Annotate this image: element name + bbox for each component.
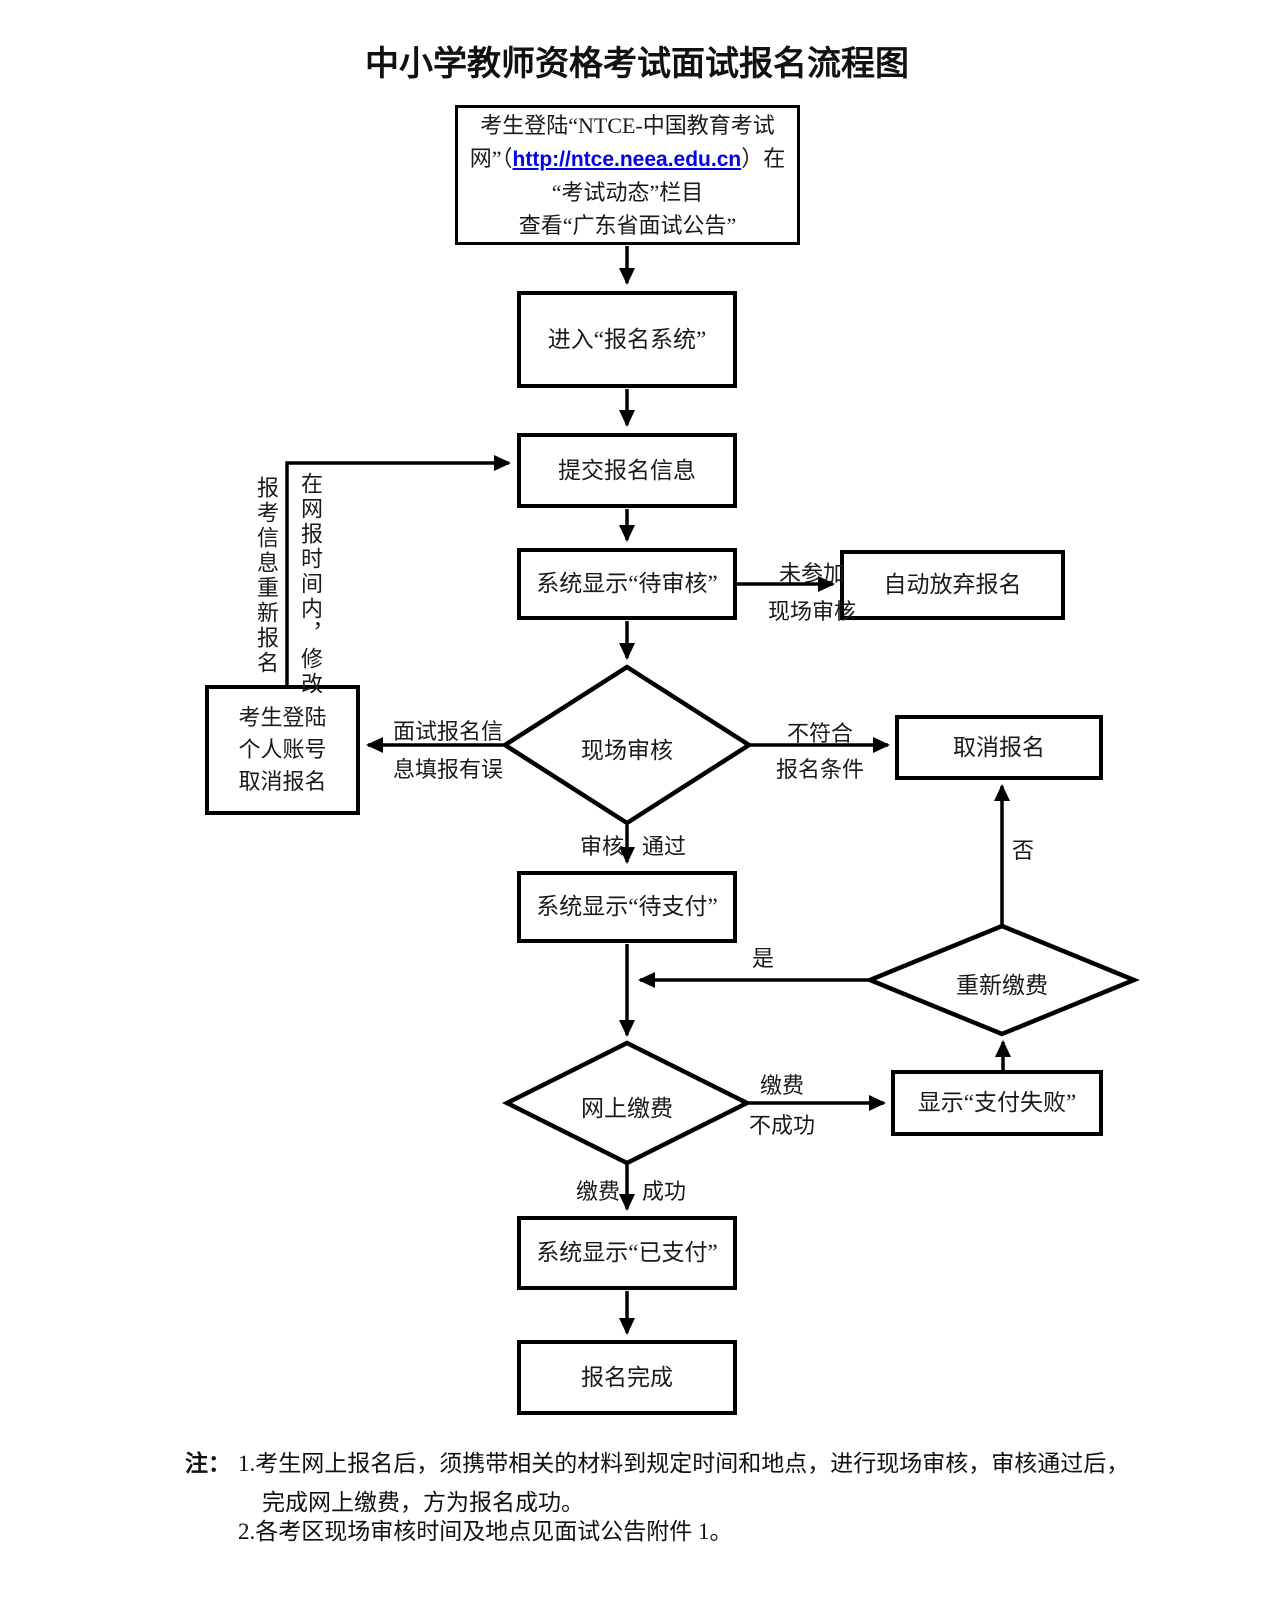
label-review-pass-left: 审核 — [579, 834, 624, 859]
pending-payment-label: 系统显示“待支付” — [536, 894, 718, 919]
label-not-attended-2: 现场审核 — [767, 599, 856, 624]
notes-prefix: 注： — [185, 1451, 231, 1476]
page-title: 中小学教师资格考试面试报名流程图 — [365, 46, 909, 83]
start-line1: 考生登陆“NTCE-中国教育考试 — [480, 112, 775, 138]
online-payment-label: 网上缴费 — [581, 1096, 673, 1121]
start-line2-post: ）在 — [741, 145, 786, 171]
node-pending-payment: 系统显示“待支付” — [517, 871, 737, 943]
notes-line2: 完成网上缴费，方为报名成功。 — [262, 1490, 584, 1515]
diamond-onsite-review — [500, 664, 754, 826]
label-review-pass-right: 通过 — [642, 834, 687, 859]
node-auto-abandon: 自动放弃报名 — [840, 550, 1065, 620]
start-line4: 查看“广东省面试公告” — [518, 212, 737, 238]
label-payok-left: 缴费 — [575, 1179, 620, 1204]
paid-label: 系统显示“已支付” — [536, 1240, 718, 1265]
start-line2: 网”（http://ntce.neea.edu.cn）在 — [470, 142, 785, 176]
node-submit-info: 提交报名信息 — [517, 433, 737, 508]
submit-info-label: 提交报名信息 — [558, 457, 696, 483]
label-not-qualified-1: 不符合 — [786, 721, 853, 746]
notes-line3: 2.各考区现场审核时间及地点见面试公告附件 1。 — [238, 1519, 733, 1544]
label-not-attended-1: 未参加 — [778, 561, 845, 586]
edge-loop-to-submit — [285, 455, 511, 685]
pending-review-label: 系统显示“待审核” — [536, 571, 718, 596]
done-label: 报名完成 — [581, 1364, 673, 1390]
label-loop-left-column: 报考信息重新报名 — [254, 476, 279, 676]
label-payfail-1: 缴费 — [759, 1073, 804, 1098]
start-line3: “考试动态”栏目 — [551, 179, 704, 205]
label-info-error-1: 面试报名信 — [392, 719, 503, 744]
login-cancel-line2: 个人账号 — [238, 737, 327, 762]
label-not-qualified-2: 报名条件 — [775, 757, 864, 782]
label-payok-right: 成功 — [642, 1179, 687, 1204]
label-no: 否 — [1012, 838, 1035, 863]
cancel-registration-label: 取消报名 — [953, 734, 1045, 760]
notes-line1: 1.考生网上报名后，须携带相关的材料到规定时间和地点，进行现场审核，审核通过后， — [238, 1451, 1130, 1476]
payment-failed-label: 显示“支付失败” — [917, 1090, 1077, 1115]
login-cancel-line3: 取消报名 — [238, 769, 327, 794]
node-payment-failed: 显示“支付失败” — [891, 1070, 1103, 1136]
ntce-link[interactable]: http://ntce.neea.edu.cn — [512, 147, 742, 171]
onsite-review-label: 现场审核 — [581, 738, 673, 763]
label-yes: 是 — [752, 946, 775, 971]
label-payfail-2: 不成功 — [748, 1113, 815, 1138]
node-enter-system: 进入“报名系统” — [517, 291, 737, 388]
enter-system-label: 进入“报名系统” — [547, 326, 707, 352]
diamond-online-payment — [501, 1040, 753, 1166]
label-info-error-2: 息填报有误 — [392, 757, 503, 782]
node-login-cancel: 考生登陆 个人账号 取消报名 — [205, 685, 360, 815]
repay-label: 重新缴费 — [956, 973, 1048, 998]
node-paid: 系统显示“已支付” — [517, 1216, 737, 1290]
node-done: 报名完成 — [517, 1340, 737, 1415]
node-cancel-registration: 取消报名 — [895, 715, 1103, 780]
login-cancel-line1: 考生登陆 — [238, 705, 327, 730]
diamond-repay — [864, 923, 1140, 1037]
label-loop-right-column: 在网报时间内，修改 — [298, 472, 323, 697]
start-line2-pre: 网”（ — [469, 145, 513, 171]
auto-abandon-label: 自动放弃报名 — [883, 572, 1022, 597]
node-pending-review: 系统显示“待审核” — [517, 548, 737, 620]
node-start: 考生登陆“NTCE-中国教育考试 网”（http://ntce.neea.edu… — [455, 105, 800, 245]
